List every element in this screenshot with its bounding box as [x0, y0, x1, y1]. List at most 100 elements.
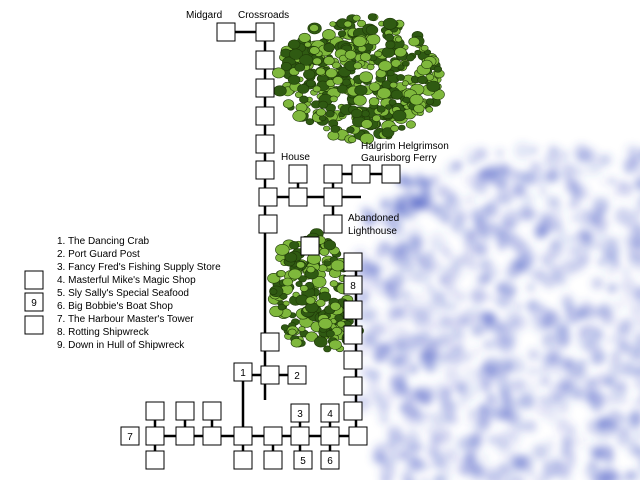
- water-blob: [552, 461, 570, 479]
- foliage-leaf: [374, 50, 383, 58]
- water-blob: [590, 353, 603, 366]
- foliage-leaf: [329, 95, 338, 103]
- foliage-leaf: [299, 54, 314, 66]
- foliage-leaf: [288, 268, 302, 280]
- foliage-leaf: [325, 330, 335, 338]
- water-blob: [469, 321, 486, 338]
- foliage-leaf: [433, 65, 443, 73]
- water-blob: [619, 344, 627, 351]
- water-blob: [618, 182, 633, 197]
- water-blob: [401, 317, 408, 324]
- water-blob: [368, 309, 381, 322]
- water-blob: [469, 462, 484, 476]
- water-blob: [407, 197, 419, 209]
- water-blob: [628, 413, 640, 427]
- water-blob: [608, 471, 623, 480]
- foliage-leaf: [351, 108, 363, 118]
- foliage-leaf: [414, 49, 422, 56]
- legend-item-2: 2. Port Guard Post: [57, 249, 140, 260]
- map-room: [24, 292, 44, 312]
- water-blob: [429, 173, 441, 184]
- foliage-leaf: [385, 40, 396, 49]
- water-blob: [499, 462, 516, 479]
- foliage-leaf: [297, 84, 310, 94]
- water-blob: [421, 177, 431, 187]
- water-blob: [635, 266, 640, 275]
- water-blob: [428, 426, 438, 436]
- water-blob: [457, 385, 466, 394]
- water-blob: [594, 162, 605, 172]
- water-blob: [394, 353, 412, 371]
- water-blob: [396, 254, 415, 272]
- water-blob: [506, 356, 525, 374]
- water-blob: [444, 366, 460, 382]
- water-blob: [421, 477, 430, 480]
- foliage-leaf: [312, 85, 322, 93]
- foliage-leaf: [269, 288, 278, 295]
- map-room: [255, 50, 275, 70]
- water-blob: [561, 436, 574, 450]
- water-blob: [501, 165, 513, 177]
- water-blob: [568, 313, 579, 325]
- water-blob: [445, 415, 453, 423]
- water-blob: [480, 360, 494, 374]
- foliage-leaf: [389, 81, 398, 89]
- water-blob: [388, 218, 404, 234]
- water-blob: [426, 298, 433, 306]
- lighthouse-label-line1: Abandoned: [348, 213, 400, 224]
- water-blob: [616, 235, 624, 242]
- water-blob: [604, 375, 616, 387]
- water-blob: [510, 169, 519, 178]
- water-blob: [366, 381, 382, 396]
- water-blob: [440, 263, 450, 273]
- water-blob: [455, 457, 474, 476]
- water-blob: [620, 277, 637, 294]
- foliage-leaf: [323, 240, 336, 251]
- water-blob: [427, 353, 445, 371]
- legend-item-1: 1. The Dancing Crab: [57, 236, 150, 247]
- map-room: [145, 426, 165, 446]
- foliage-leaf: [288, 39, 301, 50]
- water-blob: [401, 290, 411, 300]
- water-blob: [499, 191, 515, 207]
- water-blob: [505, 310, 521, 326]
- water-blob: [566, 370, 573, 377]
- map-room: [145, 450, 165, 470]
- map-room: [320, 450, 340, 470]
- foliage-leaf: [420, 44, 429, 52]
- foliage-leaf: [273, 85, 287, 97]
- water-blob: [631, 399, 640, 407]
- foliage-leaf: [296, 261, 306, 269]
- map-room: [255, 106, 275, 126]
- water-blob: [394, 337, 408, 351]
- water-blob: [451, 222, 459, 231]
- foliage-leaf: [384, 33, 395, 42]
- foliage-leaf: [343, 20, 352, 28]
- foliage-leaf: [401, 60, 409, 67]
- water-blob: [571, 235, 578, 243]
- water-blob: [380, 201, 390, 211]
- water-blob: [379, 414, 390, 425]
- foliage-leaf: [298, 32, 311, 43]
- map-room: [320, 426, 340, 446]
- water-blob: [593, 431, 608, 445]
- water-blob: [461, 381, 479, 400]
- water-blob: [380, 241, 391, 252]
- water-blob: [511, 474, 525, 480]
- map-room: [287, 365, 307, 385]
- water-blob: [427, 441, 441, 455]
- map-room: [263, 426, 283, 446]
- map-room: [175, 401, 195, 421]
- water-blob: [426, 262, 434, 270]
- water-blob: [443, 380, 456, 394]
- water-blob: [418, 190, 426, 197]
- water-blob: [585, 191, 594, 200]
- foliage-leaf: [305, 331, 318, 342]
- water-blob: [524, 365, 536, 378]
- water-blob: [414, 303, 433, 322]
- foliage-leaf: [287, 328, 297, 336]
- foliage-leaf: [397, 64, 405, 71]
- map-room: [258, 187, 278, 207]
- foliage-leaf: [329, 280, 339, 288]
